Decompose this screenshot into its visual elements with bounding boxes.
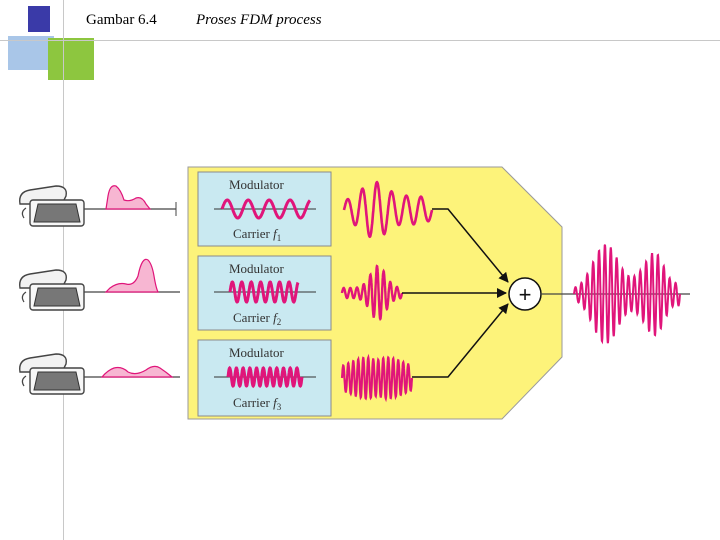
figure-number: Gambar 6.4	[86, 12, 157, 28]
fdm-output-signal	[573, 244, 681, 345]
carrier-wave-1	[220, 198, 312, 220]
telephone-1	[19, 185, 85, 227]
summer-symbol: +	[519, 282, 532, 307]
carrier-label-2: Carrier f2	[233, 310, 281, 327]
carrier-symbol-2: f	[273, 310, 279, 325]
corner-blue-square	[28, 6, 50, 32]
modulated-wave-1	[342, 180, 434, 239]
carrier-symbol-1: f	[273, 226, 279, 241]
figure-caption: Proses FDM process	[196, 12, 322, 28]
corner-lightblue-square	[8, 36, 54, 70]
carrier-wave-2	[228, 280, 300, 304]
modulator-label-1: Modulator	[229, 177, 285, 192]
modulator-label-2: Modulator	[229, 261, 285, 276]
modulated-wave-2	[340, 264, 404, 322]
carrier-word-2: Carrier	[233, 310, 270, 325]
carrier-sub-2: 2	[277, 317, 282, 327]
telephone-3	[19, 353, 85, 395]
arrow-path-3	[412, 303, 509, 378]
baseband-signal-1	[105, 185, 152, 210]
carrier-sub-1: 1	[277, 233, 282, 243]
corner-horizontal-line	[0, 40, 720, 41]
modulator-label-3: Modulator	[229, 345, 285, 360]
modulated-wave-3	[340, 353, 414, 403]
carrier-wave-3	[226, 365, 304, 389]
carrier-sub-3: 3	[277, 402, 282, 412]
carrier-word-3: Carrier	[233, 395, 270, 410]
carrier-label-1: Carrier f1	[233, 226, 281, 243]
carrier-word-1: Carrier	[233, 226, 270, 241]
telephone-2	[19, 269, 85, 311]
carrier-label-3: Carrier f3	[233, 395, 282, 412]
corner-vertical-line	[63, 0, 64, 540]
corner-green-square	[48, 38, 94, 80]
arrow-path-1	[432, 208, 509, 283]
baseband-signal-3	[100, 365, 174, 378]
baseband-signal-2	[104, 258, 159, 293]
carrier-symbol-3: f	[273, 395, 279, 410]
